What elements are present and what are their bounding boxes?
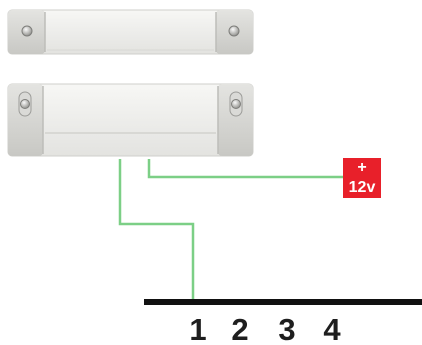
wire-to-power (147, 159, 345, 179)
screw-icon (20, 99, 30, 109)
terminal-label-4: 4 (323, 312, 341, 345)
screw-icon (231, 99, 241, 109)
terminal-label-2: 2 (231, 312, 248, 345)
reed-switch-icon (7, 83, 254, 157)
screw-icon (21, 25, 33, 37)
terminal-label-1: 1 (189, 312, 206, 345)
wire-to-terminal-1 (118, 159, 195, 301)
power-badge-plus: + (357, 159, 366, 176)
power-badge-voltage: 12v (349, 179, 376, 196)
terminal-label-3: 3 (278, 312, 295, 345)
power-badge: + 12v (343, 158, 381, 198)
screw-icon (228, 25, 240, 37)
magnet-icon (7, 9, 254, 55)
power-badge-bg (343, 158, 381, 198)
